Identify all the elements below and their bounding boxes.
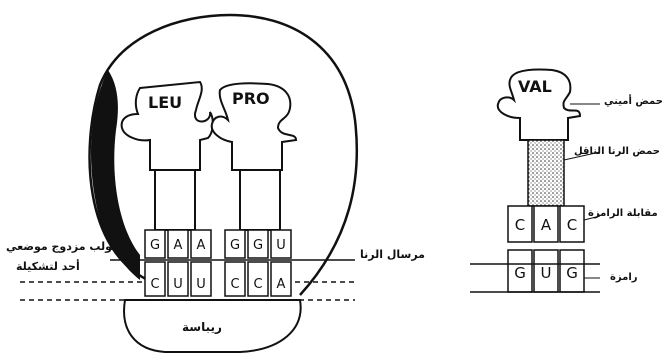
- ribosome-outline: [88, 13, 359, 296]
- anticodon-pro-3: U: [276, 238, 286, 253]
- label-helix-line1: لولب مزدوج موضعي: [6, 240, 117, 253]
- label-ribosome: ريباسة: [182, 320, 222, 334]
- label-codon: رامزة: [610, 272, 638, 283]
- anticodon-pro-2: G: [253, 238, 263, 253]
- leu-stem: [154, 169, 196, 231]
- pointer-trna: [563, 151, 601, 161]
- label-trna: حمض الرنا الناقل: [574, 146, 660, 157]
- val-puzzle-head: [496, 68, 582, 141]
- codon-left-1: C: [150, 277, 159, 292]
- anticodon-leu-3: A: [197, 238, 206, 253]
- anticodon-leu-1: G: [150, 238, 160, 253]
- codon-left-4: C: [230, 277, 239, 292]
- anticodon-leu-2: A: [174, 238, 183, 253]
- anticodon-val-3: C: [567, 216, 577, 234]
- trna-pro: [210, 82, 298, 231]
- codon-blocks-right: [507, 249, 585, 293]
- pointer-anticodon: [583, 215, 601, 221]
- anticodon-blocks-left: [144, 229, 292, 259]
- pro-stem: [239, 169, 281, 231]
- codon-left-5: C: [253, 277, 262, 292]
- codon-blocks-left: [144, 261, 292, 297]
- label-anticodon: مقابلة الرامزة: [588, 208, 658, 219]
- amino-leu: LEU: [148, 93, 182, 112]
- codon-left-3: U: [196, 277, 206, 292]
- amino-val: VAL: [518, 77, 552, 96]
- ribosome-shading: [90, 70, 140, 280]
- codon-val-2: U: [541, 264, 552, 282]
- codon-letters-right: G U G: [514, 264, 578, 282]
- pro-puzzle-head: [210, 82, 298, 171]
- trna-leu: [120, 80, 214, 231]
- anticodon-pro-1: G: [230, 238, 240, 253]
- trna-val: [496, 68, 582, 207]
- anticodon-blocks-right: [507, 205, 585, 243]
- anticodon-letters-right: C A C: [515, 216, 577, 234]
- anticodon-val-2: A: [541, 216, 552, 234]
- codon-val-1: G: [514, 264, 526, 282]
- label-helix-line2: أحد لتشكيلة: [16, 260, 80, 273]
- amino-pro: PRO: [232, 89, 270, 108]
- anticodon-val-1: C: [515, 216, 525, 234]
- anticodon-letters-left: G A A G G U: [150, 238, 286, 253]
- label-amino-acid: حمض أميني: [604, 96, 663, 107]
- val-stem: [527, 139, 565, 207]
- leu-puzzle-head: [120, 80, 214, 171]
- label-mrna: مرسال الرنا: [360, 248, 425, 261]
- codon-val-3: G: [566, 264, 578, 282]
- ribosome-small-subunit: [123, 299, 302, 353]
- codon-left-2: U: [173, 277, 183, 292]
- codon-left-6: A: [277, 277, 286, 292]
- codon-letters-left: C U U C C A: [150, 277, 285, 292]
